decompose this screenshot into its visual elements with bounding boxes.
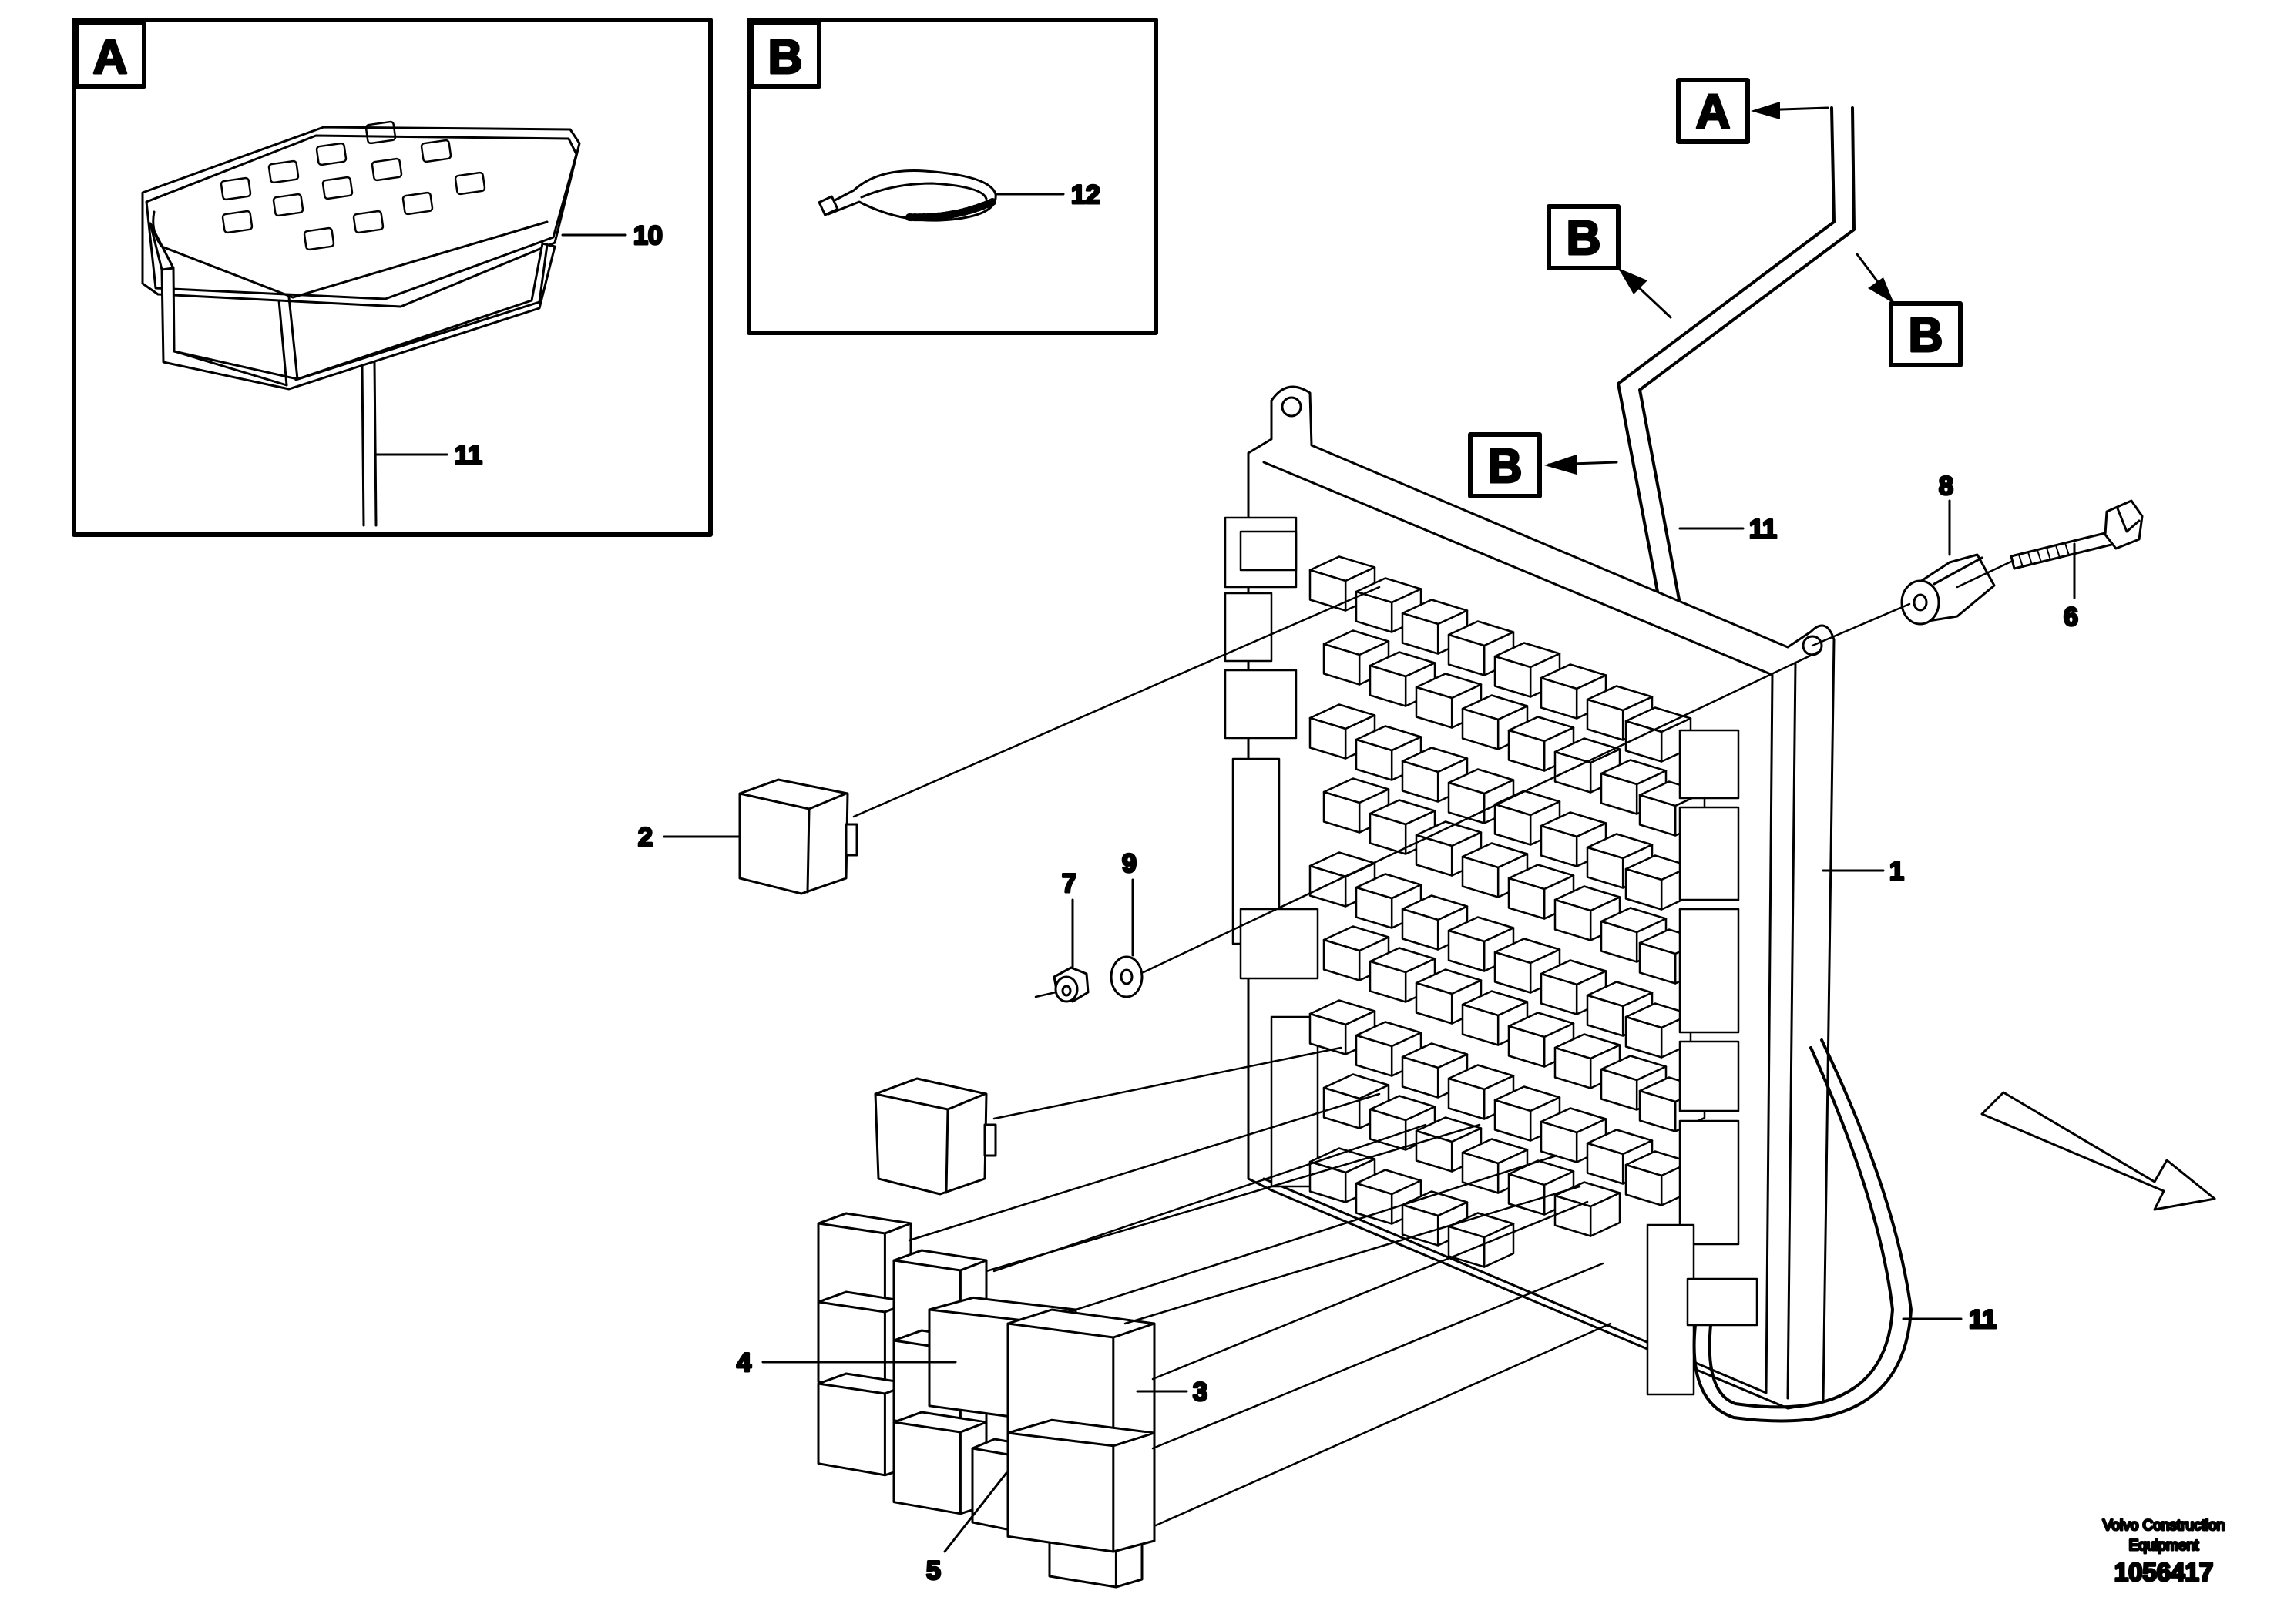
relay-leader-lines [908,1092,1612,1527]
tag-top-a-letter: A [1696,86,1731,139]
tag-mid-b-letter: B [1488,440,1523,493]
relay-part-5 [1006,1418,1156,1553]
relay-stack [817,1212,1156,1589]
relay-socket [1308,555,1376,612]
callout-7: 7 [1062,869,1076,898]
relay-socket [1586,1129,1654,1185]
relay-socket [1401,894,1469,951]
relay-socket [1553,885,1621,941]
relay-socket [1447,1212,1515,1268]
harness-wire [1617,106,1856,622]
callout-6: 6 [2064,602,2078,632]
callout-9: 9 [1122,849,1137,878]
detail-box-b: B 12 [747,18,1158,335]
direction-arrow [1980,1091,2216,1211]
washer-part-9 [1110,955,1144,998]
relay-fuse-board [1224,385,1913,1423]
detail-box-a: A [72,18,713,537]
footer-company-line1: Volvo Construction [2103,1518,2225,1534]
nut-part-7 [1053,966,1090,1003]
tag-mid-b: B [1468,432,1618,498]
keypad-panel [141,120,581,527]
relay-socket-grid [1308,555,1706,1268]
cable-tie [818,169,997,222]
tag-right-b: B [1856,253,1963,367]
tag-upper-b: B [1547,204,1672,319]
relay-socket [1553,737,1621,794]
relay [892,1411,988,1515]
callout-8: 8 [1939,471,1953,501]
tag-top-a: A [1676,78,1829,144]
detail-box-b-letter: B [768,31,803,84]
relay-part-2 [738,778,858,895]
screw-part-6 [2010,499,2144,570]
callout-1: 1 [1889,857,1904,886]
relay-socket [1553,1181,1621,1237]
relay-socket [1540,1107,1607,1163]
relay-socket [1369,947,1436,1003]
callout-3: 3 [1193,1377,1207,1407]
callout-12: 12 [1071,180,1100,210]
detail-box-a-letter: A [93,31,128,84]
callout-11-detail: 11 [455,441,482,470]
footer-drawing-number: 1056417 [2114,1558,2213,1586]
callout-11-upper: 11 [1749,515,1777,544]
relay-socket [1447,916,1515,972]
relay-mid [874,1077,997,1196]
tag-upper-b-letter: B [1567,212,1601,265]
footer-company-line2: Equipment [2129,1538,2200,1554]
footer: Volvo Construction Equipment 1056417 [2101,1517,2225,1588]
callout-4: 4 [737,1348,751,1377]
spacer-part-8 [1900,553,1996,626]
callout-5: 5 [926,1556,941,1585]
callout-11-lower: 11 [1969,1305,1997,1334]
callout-10: 10 [633,221,663,250]
tag-right-b-letter: B [1909,309,1943,362]
callout-2: 2 [638,823,653,852]
